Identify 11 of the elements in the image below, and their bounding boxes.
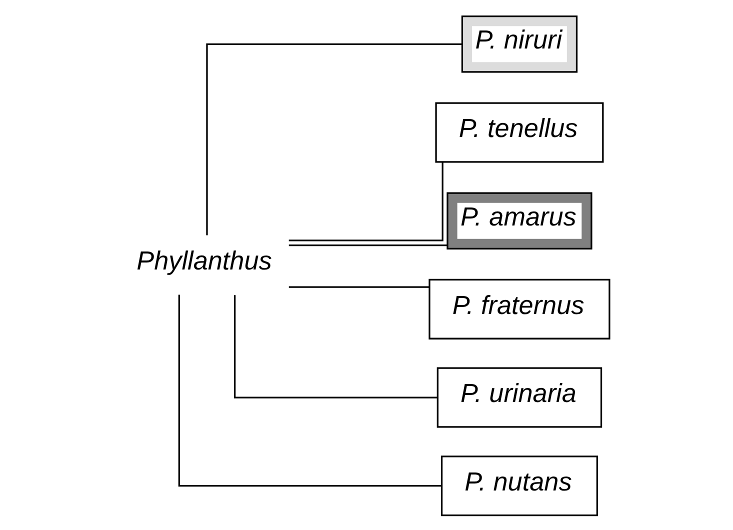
connector	[288, 244, 448, 246]
node-box: P. nutans	[440, 456, 598, 516]
connector	[288, 162, 444, 242]
connector	[288, 286, 430, 288]
node-box: P. tenellus	[435, 102, 604, 163]
node-text: Phyllanthus	[136, 246, 272, 276]
node-box: P. urinaria	[436, 367, 602, 428]
connector	[206, 43, 462, 236]
node-box: P. fraternus	[428, 278, 610, 340]
connector	[234, 295, 438, 398]
connector	[178, 294, 442, 487]
